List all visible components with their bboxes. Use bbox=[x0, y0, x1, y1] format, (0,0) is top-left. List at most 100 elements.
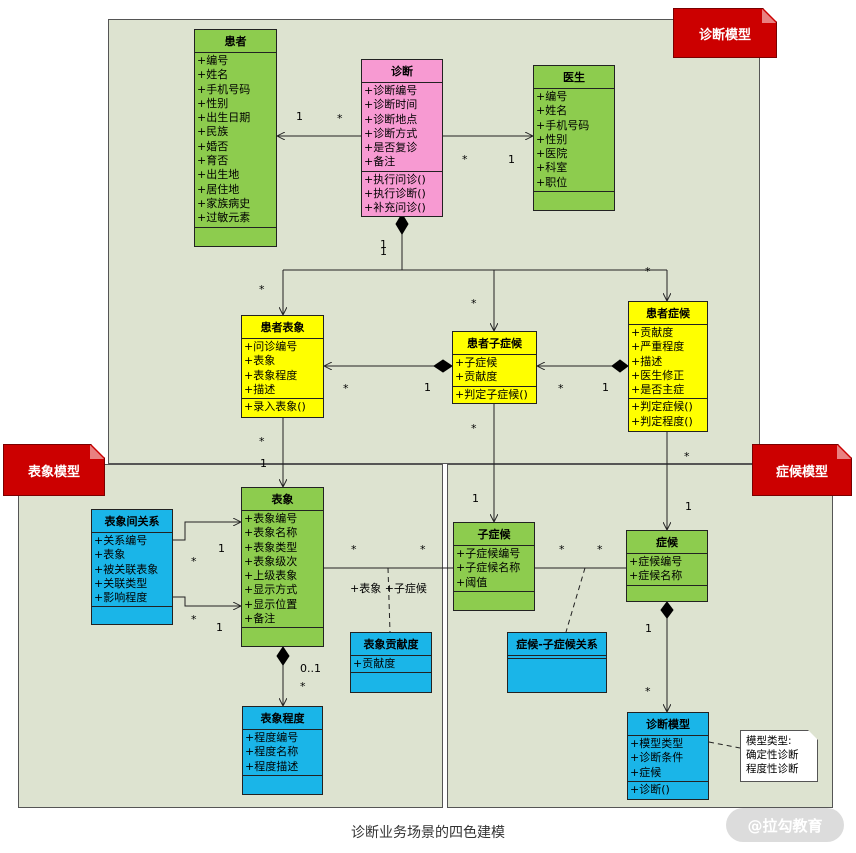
mult-label: 1 bbox=[508, 153, 515, 166]
diamond-symptom bbox=[660, 601, 674, 619]
class-operations: +录入表象() bbox=[242, 399, 323, 417]
class-attribute: +备注 bbox=[244, 612, 276, 626]
class-manifestation-relation[interactable]: 表象间关系+关系编号+表象+被关联表象+关联类型+影响程度 bbox=[91, 509, 173, 625]
class-title: 症候-子症候关系 bbox=[508, 633, 606, 656]
class-attribute: +出生日期 bbox=[197, 111, 251, 125]
class-patient[interactable]: 患者+编号+姓名+手机号码+性别+出生日期+民族+婚否+育否+出生地+居住地+家… bbox=[194, 29, 277, 247]
mult-label: * bbox=[191, 555, 197, 568]
watermark-logo: @拉勾教育 bbox=[726, 808, 844, 842]
class-attribute: +被关联表象 bbox=[94, 562, 159, 576]
class-operation: +执行诊断() bbox=[364, 187, 426, 201]
class-operation: +判定子症候() bbox=[455, 387, 528, 401]
class-attribute: +性别 bbox=[197, 96, 229, 110]
class-attribute: +贡献度 bbox=[631, 326, 674, 339]
figure-caption: 诊断业务场景的四色建模 bbox=[351, 825, 505, 841]
class-title: 诊断模型 bbox=[628, 713, 708, 736]
class-attribute: +过敏元素 bbox=[197, 211, 251, 225]
link-assoc-class-contribution bbox=[387, 567, 391, 633]
class-subsymptom[interactable]: 子症候+子症候编号+子症候名称+阈值 bbox=[453, 522, 535, 611]
class-attribute: +性别 bbox=[536, 132, 568, 146]
class-attribute: +婚否 bbox=[197, 139, 229, 153]
mult-label: * bbox=[645, 685, 651, 698]
class-attributes: +程度编号+程度名称+程度描述 bbox=[243, 730, 322, 776]
class-attribute: +职位 bbox=[536, 175, 568, 189]
mult-label: * bbox=[337, 112, 343, 125]
class-attribute: +是否主症 bbox=[631, 383, 685, 397]
class-operations bbox=[534, 192, 614, 210]
class-attributes: +诊断编号+诊断时间+诊断地点+诊断方式+是否复诊+备注 bbox=[362, 83, 442, 172]
link-relation-manifestation-1 bbox=[173, 522, 241, 541]
link-note bbox=[708, 741, 741, 749]
class-title: 患者表象 bbox=[242, 316, 323, 339]
class-attribute: +手机号码 bbox=[536, 118, 590, 132]
class-attribute: +姓名 bbox=[536, 104, 568, 118]
mult-label: * bbox=[191, 613, 197, 626]
diamond-diagnosis bbox=[395, 213, 409, 235]
class-title: 表象程度 bbox=[243, 707, 322, 730]
mult-label: 1 bbox=[602, 381, 609, 394]
class-attribute: +育否 bbox=[197, 154, 229, 168]
class-attribute: +表象 bbox=[94, 548, 126, 562]
class-manifestation-degree[interactable]: 表象程度+程度编号+程度名称+程度描述 bbox=[242, 706, 323, 795]
mult-label: * bbox=[558, 382, 564, 395]
class-diagnosis[interactable]: 诊断+诊断编号+诊断时间+诊断地点+诊断方式+是否复诊+备注+执行问诊()+执行… bbox=[361, 59, 443, 217]
class-attribute: +贡献度 bbox=[455, 370, 498, 384]
class-operations bbox=[627, 586, 707, 601]
class-attributes: +编号+姓名+手机号码+性别+医院+科室+职位 bbox=[534, 89, 614, 193]
class-attribute: +描述 bbox=[244, 382, 276, 396]
mult-label: 1 bbox=[424, 381, 431, 394]
mult-label: * bbox=[343, 382, 349, 395]
class-attribute: +贡献度 bbox=[353, 657, 396, 670]
class-attributes: +问诊编号+表象+表象程度+描述 bbox=[242, 339, 323, 400]
class-operation: +录入表象() bbox=[244, 400, 306, 414]
class-patient-manifestation[interactable]: 患者表象+问诊编号+表象+表象程度+描述+录入表象() bbox=[241, 315, 324, 418]
class-attribute: +影响程度 bbox=[94, 591, 148, 605]
class-patient-subsymptom[interactable]: 患者子症候+子症候+贡献度+判定子症候() bbox=[452, 331, 537, 404]
class-operation: +补充问诊() bbox=[364, 201, 426, 215]
class-attribute: +家族病史 bbox=[197, 196, 251, 210]
class-attribute: +表象名称 bbox=[244, 526, 298, 540]
class-operation: +诊断() bbox=[630, 782, 670, 796]
class-attribute: +编号 bbox=[536, 90, 568, 103]
class-manifestation[interactable]: 表象+表象编号+表象名称+表象类型+表象级次+上级表象+显示方式+显示位置+备注 bbox=[241, 487, 324, 647]
class-doctor[interactable]: 医生+编号+姓名+手机号码+性别+医院+科室+职位 bbox=[533, 65, 615, 211]
mult-label: * bbox=[645, 265, 651, 278]
class-attribute: +表象编号 bbox=[244, 512, 298, 525]
class-attributes: +贡献度 bbox=[351, 656, 431, 674]
class-attribute: +症候编号 bbox=[629, 555, 683, 568]
class-attribute: +出生地 bbox=[197, 168, 240, 182]
class-attribute: +关系编号 bbox=[94, 534, 148, 547]
mult-label: * bbox=[684, 450, 690, 463]
class-attribute: +阈值 bbox=[456, 575, 488, 589]
class-symptom-subsymptom-relation[interactable]: 症候-子症候关系 bbox=[507, 632, 607, 693]
class-patient-symptom[interactable]: 患者症候+贡献度+严重程度+描述+医生修正+是否主症+判定症候()+判定程度() bbox=[628, 301, 708, 432]
class-attribute: +诊断条件 bbox=[630, 751, 684, 765]
class-attribute: +显示位置 bbox=[244, 597, 298, 611]
package-tab-diagnosis: 诊断模型 bbox=[673, 8, 777, 58]
class-attributes bbox=[508, 656, 606, 659]
class-operations: +判定子症候() bbox=[453, 387, 536, 403]
note-line: 程度性诊断 bbox=[746, 763, 799, 775]
class-attribute: +医院 bbox=[536, 147, 568, 161]
class-title: 表象 bbox=[242, 488, 323, 511]
class-attributes: +贡献度+严重程度+描述+医生修正+是否主症 bbox=[629, 325, 707, 400]
diamond-manifestation bbox=[276, 646, 290, 666]
association-role-label: +表象 +子症候 bbox=[350, 582, 427, 595]
class-operations bbox=[242, 628, 323, 646]
class-symptom[interactable]: 症候+症候编号+症候名称 bbox=[626, 530, 708, 602]
class-attribute: +子症候编号 bbox=[456, 547, 521, 560]
class-diagnosis-model[interactable]: 诊断模型+模型类型+诊断条件+症候+诊断() bbox=[627, 712, 709, 800]
mult-label: 1 bbox=[645, 622, 652, 635]
class-manifestation-contribution[interactable]: 表象贡献度+贡献度 bbox=[350, 632, 432, 693]
class-attribute: +表象 bbox=[244, 354, 276, 368]
class-attribute: +关联类型 bbox=[94, 576, 148, 590]
class-attribute: +居住地 bbox=[197, 182, 240, 196]
class-attributes: +编号+姓名+手机号码+性别+出生日期+民族+婚否+育否+出生地+居住地+家族病… bbox=[195, 53, 276, 228]
package-tab-manifestation: 表象模型 bbox=[3, 444, 105, 496]
mult-label: 1 bbox=[216, 621, 223, 634]
class-attribute: +表象类型 bbox=[244, 540, 298, 554]
mult-label: * bbox=[559, 543, 565, 556]
note-line: 模型类型: bbox=[746, 735, 792, 747]
class-attribute: +备注 bbox=[364, 155, 396, 169]
class-attribute: +严重程度 bbox=[631, 340, 685, 354]
